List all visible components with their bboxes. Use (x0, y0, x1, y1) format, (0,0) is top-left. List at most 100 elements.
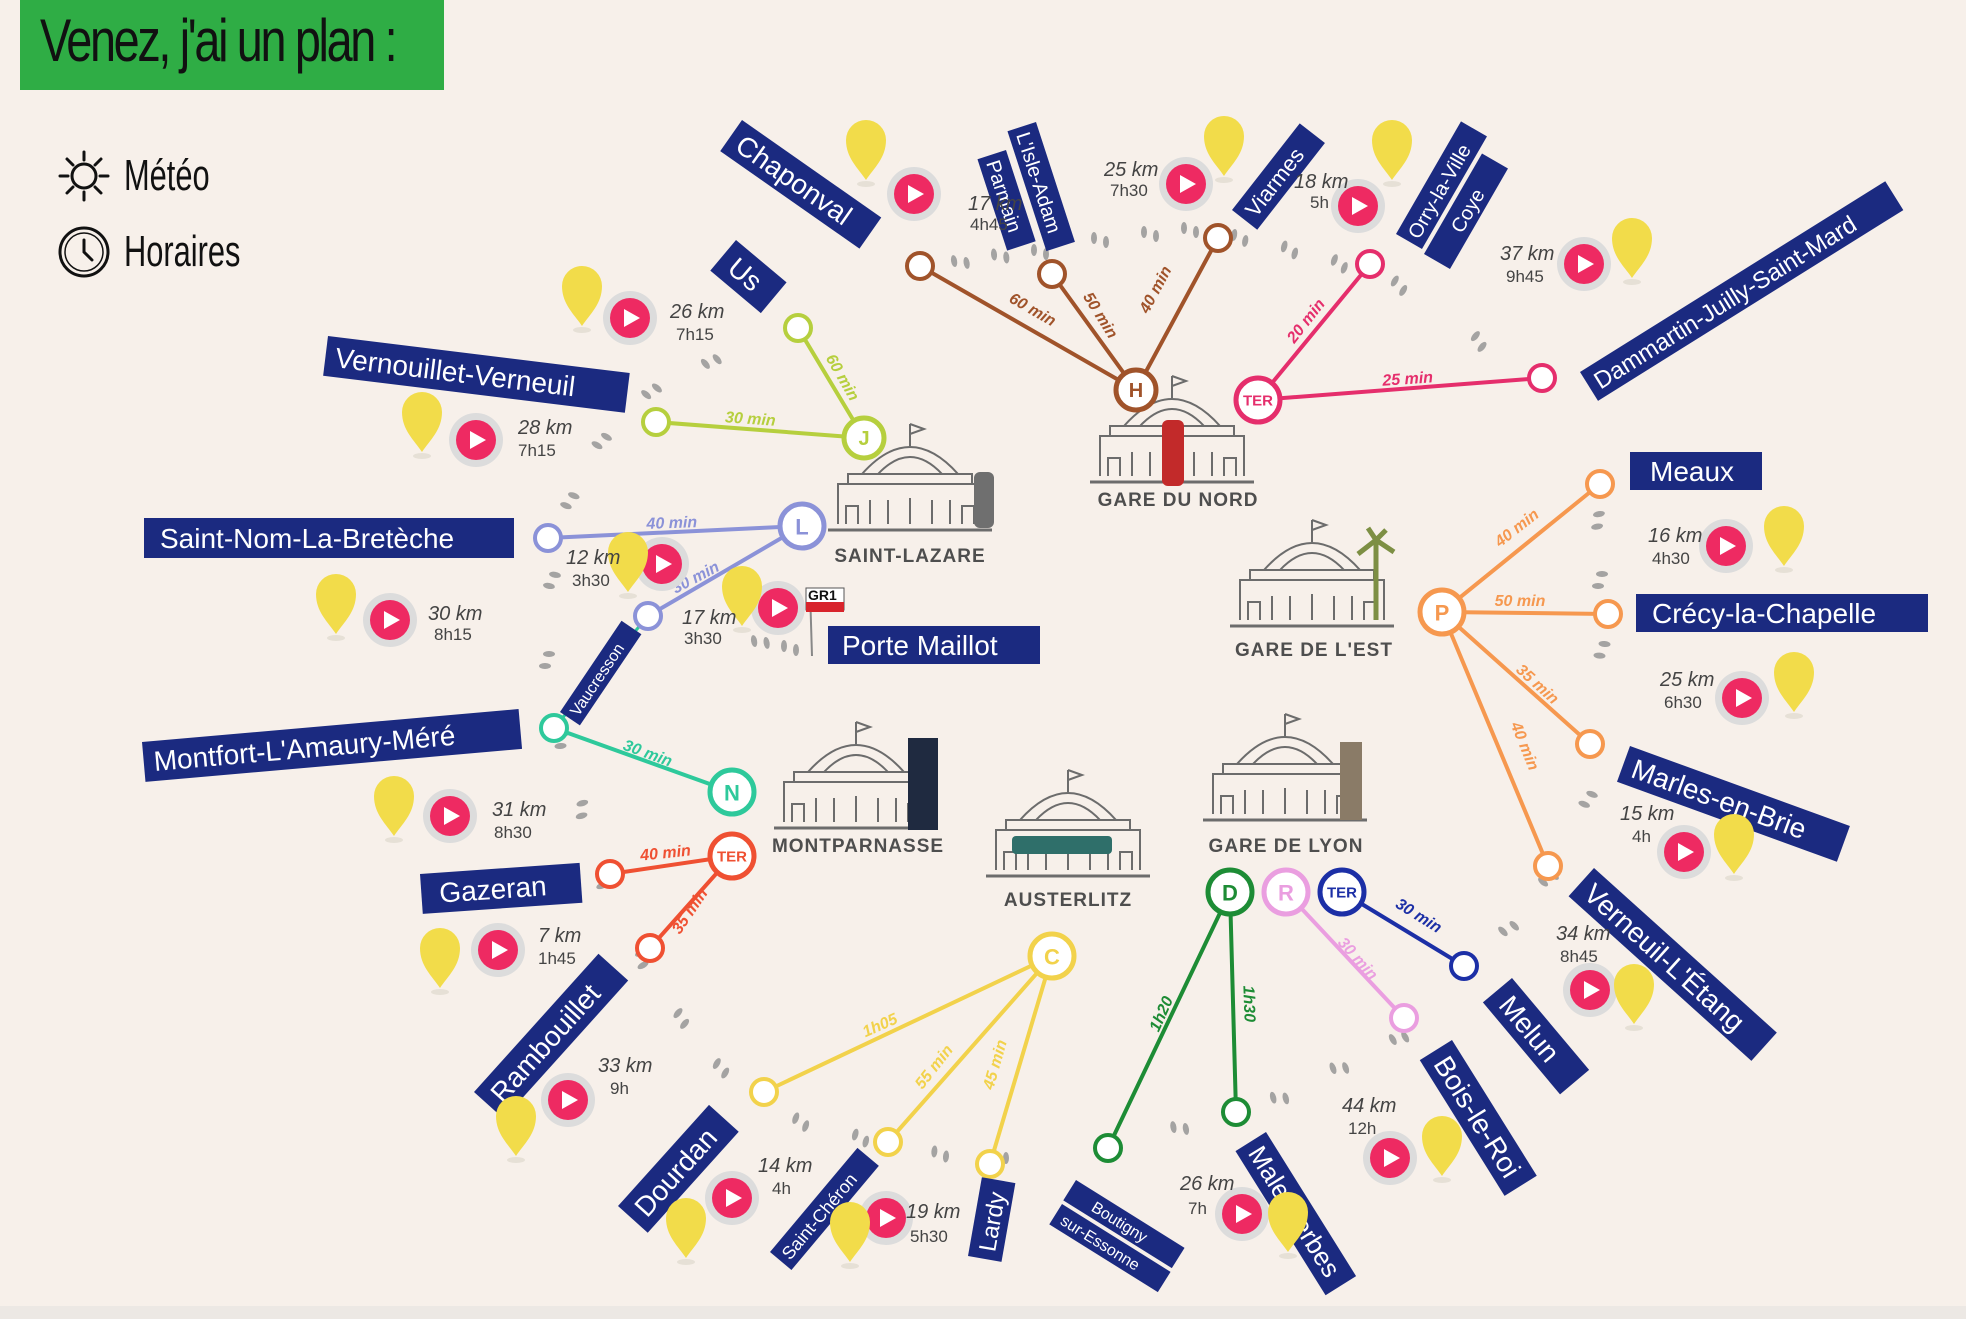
hike-saint-cheron: 14 km 4h (666, 1155, 812, 1265)
footprint-trails (539, 222, 1611, 1164)
line-badge-c[interactable]: C (1027, 931, 1077, 981)
weather-pin-icon[interactable] (1422, 1116, 1462, 1183)
line-badge-p[interactable]: P (1417, 587, 1467, 637)
svg-text:Vernouillet-Verneuil: Vernouillet-Verneuil (334, 342, 577, 402)
play-icon[interactable] (705, 1171, 759, 1225)
legend-weather[interactable]: Météo (56, 148, 246, 204)
svg-text:7h15: 7h15 (676, 325, 714, 344)
svg-text:GR1: GR1 (808, 587, 837, 603)
play-icon[interactable] (1557, 237, 1611, 291)
weather-pin-icon[interactable] (420, 928, 460, 995)
play-icon[interactable] (423, 789, 477, 843)
play-icon[interactable] (449, 413, 503, 467)
destination-dammartin[interactable]: Dammartin-Juilly-Saint-Mard (1580, 181, 1904, 401)
destination-labels[interactable]: Chaponval L'Isle-Adam Parmain Viarmes Or… (142, 120, 1928, 1296)
svg-text:Vaucresson: Vaucresson (568, 641, 629, 720)
duration-label: 40 min (645, 514, 697, 533)
svg-text:7 km: 7 km (538, 925, 581, 947)
play-icon[interactable] (1215, 1187, 1269, 1241)
line-badge-r[interactable]: R (1261, 867, 1311, 917)
svg-text:25 km: 25 km (1659, 669, 1714, 691)
line-badge-j[interactable]: J (841, 415, 887, 461)
svg-text:7h15: 7h15 (518, 441, 556, 460)
play-icon[interactable] (363, 593, 417, 647)
station-name: MONTPARNASSE (772, 836, 944, 857)
duration-label: 30 min (621, 737, 675, 770)
legend-schedule[interactable]: Horaires (56, 224, 290, 280)
weather-pin-icon[interactable] (316, 574, 356, 641)
svg-text:4h: 4h (1632, 827, 1651, 846)
weather-pin-icon[interactable] (830, 1202, 870, 1269)
line-badge-d[interactable]: D (1205, 867, 1255, 917)
svg-text:C: C (1044, 945, 1060, 970)
gr1-flag: GR1 (805, 587, 845, 657)
weather-pin-icon[interactable] (1614, 964, 1654, 1031)
palm-tree-icon (1356, 526, 1396, 620)
clock-icon (58, 226, 110, 278)
weather-pin-icon[interactable] (1764, 506, 1804, 573)
weather-pin-icon[interactable] (1714, 814, 1754, 881)
play-icon[interactable] (1363, 1131, 1417, 1185)
weather-pin-icon[interactable] (402, 392, 442, 459)
svg-text:D: D (1222, 881, 1238, 906)
destination-porte-maillot[interactable]: Porte Maillot (828, 626, 1040, 664)
duration-label: 40 min (1136, 263, 1175, 317)
destination-verneuil-l-etang[interactable]: Verneuil-L'Étang (1568, 868, 1777, 1061)
line-badge-n[interactable]: N (707, 767, 757, 817)
play-icon[interactable] (1715, 671, 1769, 725)
destination-vaucresson[interactable]: Vaucresson (560, 620, 642, 726)
destination-gazeran[interactable]: Gazeran (420, 862, 583, 914)
destination-saint-nom[interactable]: Saint-Nom-La-Bretèche (144, 518, 514, 558)
duration-label: 40 min (1506, 719, 1541, 774)
svg-text:19 km: 19 km (906, 1201, 960, 1223)
weather-pin-icon[interactable] (666, 1198, 706, 1265)
weather-pin-icon[interactable] (1774, 652, 1814, 719)
play-icon[interactable] (603, 291, 657, 345)
destination-crecy-la-chapelle[interactable]: Crécy-la-Chapelle (1636, 594, 1928, 632)
bottom-bar (0, 1306, 1966, 1319)
duration-label: 35 min (1512, 661, 1561, 708)
svg-text:44 km: 44 km (1342, 1095, 1396, 1117)
line-badge-h[interactable]: H (1113, 367, 1159, 413)
svg-text:Chaponval: Chaponval (730, 129, 857, 231)
line-badges[interactable]: H TER J L N TER C D R TER P (707, 367, 1467, 981)
play-icon[interactable] (1159, 157, 1213, 211)
svg-text:9h45: 9h45 (1506, 267, 1544, 286)
svg-text:TER: TER (1327, 885, 1357, 902)
line-badge-l[interactable]: L (777, 501, 827, 551)
destination-montfort[interactable]: Montfort-L'Amaury-Méré (142, 709, 523, 782)
duration-label: 35 min (669, 886, 712, 938)
line-badge-ter[interactable]: TER (1317, 867, 1367, 917)
play-icon[interactable] (887, 167, 941, 221)
line-badge-ter[interactable]: TER (1233, 375, 1283, 425)
destination-lardy[interactable]: Lardy (968, 1177, 1016, 1262)
play-icon[interactable] (1563, 963, 1617, 1017)
weather-pin-icon[interactable] (1612, 218, 1652, 285)
svg-text:7h30: 7h30 (1110, 181, 1148, 200)
svg-text:8h45: 8h45 (1560, 947, 1598, 966)
destination-meaux[interactable]: Meaux (1630, 452, 1762, 490)
station-name: GARE DE L'EST (1235, 640, 1393, 661)
play-icon[interactable] (471, 923, 525, 977)
play-icon[interactable] (1657, 825, 1711, 879)
play-icon[interactable] (541, 1073, 595, 1127)
weather-pin-icon[interactable] (374, 776, 414, 843)
svg-text:N: N (724, 781, 740, 806)
play-icon[interactable] (1699, 519, 1753, 573)
weather-pin-icon[interactable] (846, 120, 886, 187)
weather-pin-icon[interactable] (1372, 120, 1412, 187)
destination-vernouillet-verneuil[interactable]: Vernouillet-Verneuil (323, 336, 630, 413)
line-badge-ter[interactable]: TER (707, 831, 757, 881)
svg-text:7h: 7h (1188, 1199, 1207, 1218)
svg-text:4h: 4h (772, 1179, 791, 1198)
svg-text:14 km: 14 km (758, 1155, 812, 1177)
weather-pin-icon[interactable] (496, 1096, 536, 1163)
weather-pin-icon[interactable] (562, 266, 602, 333)
